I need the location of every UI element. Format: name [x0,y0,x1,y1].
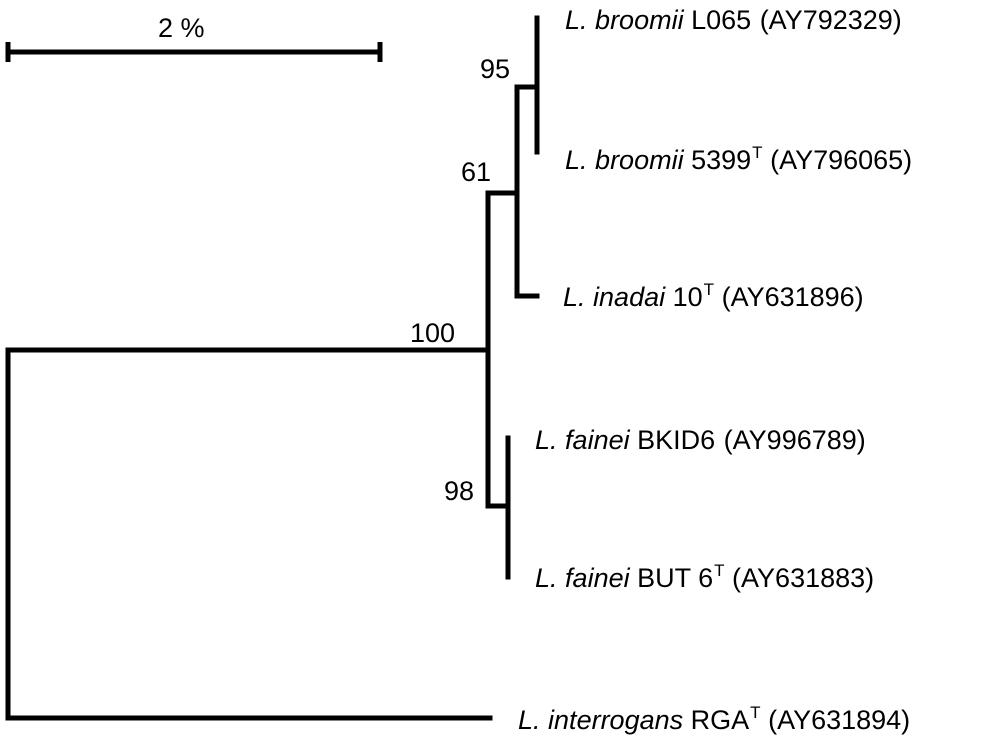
bootstrap-value: 95 [480,54,511,84]
taxon-species: fainei [565,425,630,455]
type-strain-mark: T [703,280,715,299]
taxon-species: fainei [565,563,630,593]
bootstrap-value: 61 [461,157,492,187]
taxon-accession: (AY631896) [721,282,864,312]
taxon-label: L. broomii L065 (AY792329) [565,5,902,39]
taxon-accession: (AY631894) [768,705,911,735]
taxon-genus: L. [518,705,541,735]
taxon-genus: L. [563,282,586,312]
taxon-strain: BKID6 [637,425,716,455]
taxon-label: L. broomii 5399T (AY796065) [565,143,913,179]
scale-bar-label: 2 % [158,13,205,43]
type-strain-mark: T [714,561,725,580]
taxon-label: L. inadai 10T (AY631896) [563,280,864,316]
type-strain-mark: T [752,143,763,162]
taxon-strain: BUT 6 [637,563,714,593]
bootstrap-value: 98 [444,476,475,506]
scale-bar [5,42,383,62]
taxon-genus: L. [535,563,558,593]
type-strain-mark: T [750,703,761,722]
taxon-label: L. fainei BUT 6T (AY631883) [535,561,875,597]
taxon-genus: L. [565,5,588,35]
taxon-label: L. interrogans RGAT (AY631894) [518,703,911,739]
taxon-accession: (AY796065) [770,145,913,175]
taxon-species: broomii [595,5,684,35]
taxon-accession: (AY792329) [759,5,902,35]
taxon-label: L. fainei BKID6 (AY996789) [535,425,866,459]
taxon-strain: 10 [672,282,703,312]
taxon-genus: L. [565,145,588,175]
taxon-strain: RGA [690,705,750,735]
taxon-accession: (AY631883) [732,563,875,593]
taxon-species: interrogans [548,705,684,735]
taxon-accession: (AY996789) [723,425,866,455]
bootstrap-value: 100 [410,318,456,348]
taxon-genus: L. [535,425,558,455]
taxon-strain: L065 [691,5,752,35]
taxon-strain: 5399 [691,145,752,175]
taxon-species: broomii [595,145,684,175]
tree-branches [5,15,540,721]
taxon-species: inadai [593,282,666,312]
